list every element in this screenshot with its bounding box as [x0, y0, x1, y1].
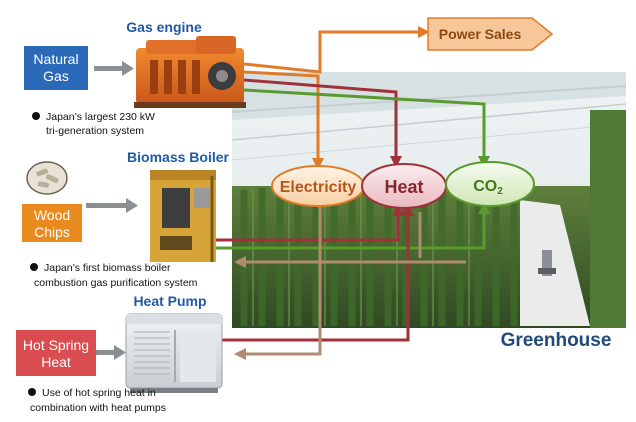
co2-flow-from-boiler	[214, 210, 486, 250]
electricity-node: Electricity	[271, 165, 365, 207]
bullet-icon	[30, 263, 38, 271]
wood-chips-image	[26, 161, 68, 195]
biomass-boiler-note-line2: combustion gas purification system	[34, 277, 198, 289]
electricity-label: Electricity	[280, 179, 357, 196]
biomass-boiler-note-line1: Japan’s first biomass boiler	[44, 262, 171, 274]
heat-pump-image	[125, 313, 223, 393]
flow-lines	[214, 30, 486, 356]
gas-engine-title: Gas engine	[126, 19, 202, 35]
heat-flow-from-engine	[243, 78, 398, 158]
biomass-boiler-title: Biomass Boiler	[127, 149, 229, 165]
greenhouse-photo	[231, 72, 627, 328]
gas-engine-note: Japan’s largest 230 kW tri-generation sy…	[32, 111, 155, 137]
source-arrows	[86, 61, 138, 360]
electricity-return-to-pump	[240, 206, 322, 356]
gas-engine-note-line1: Japan’s largest 230 kW	[46, 111, 155, 123]
co2-node: CO2	[445, 161, 535, 207]
biomass-boiler-note: Japan’s first biomass boiler combustion …	[30, 262, 198, 289]
heat-pump-note: Use of hot spring heat in combination wi…	[28, 387, 166, 414]
heat-pump-note-line1: Use of hot spring heat in	[42, 387, 156, 399]
heat-flow-from-boiler	[214, 212, 400, 242]
greenhouse-label: Greenhouse	[501, 330, 612, 351]
power-sales-box: Power Sales	[427, 17, 554, 51]
gas-engine-note-line2: tri-generation system	[46, 125, 144, 137]
electricity-flow-to-power-sales	[243, 30, 418, 74]
biomass-boiler-image	[150, 170, 216, 262]
co2-label-main: CO	[473, 178, 497, 195]
heat-label: Heat	[384, 177, 423, 197]
heat-pump-note-line2: combination with heat pumps	[30, 402, 166, 414]
bullet-icon	[28, 388, 36, 396]
flow-arrowheads	[234, 26, 490, 360]
heat-pump-title: Heat Pump	[133, 293, 206, 309]
power-sales-label: Power Sales	[439, 26, 522, 42]
co2-label-subscript: 2	[497, 186, 503, 197]
bullet-icon	[32, 112, 40, 120]
gas-engine-image	[134, 36, 246, 108]
heat-node: Heat	[361, 163, 447, 209]
heat-flow-from-pump	[220, 212, 410, 342]
co2-label: CO2	[473, 178, 503, 197]
co2-flow-from-engine	[243, 88, 486, 158]
electricity-flow-to-node	[243, 70, 320, 160]
